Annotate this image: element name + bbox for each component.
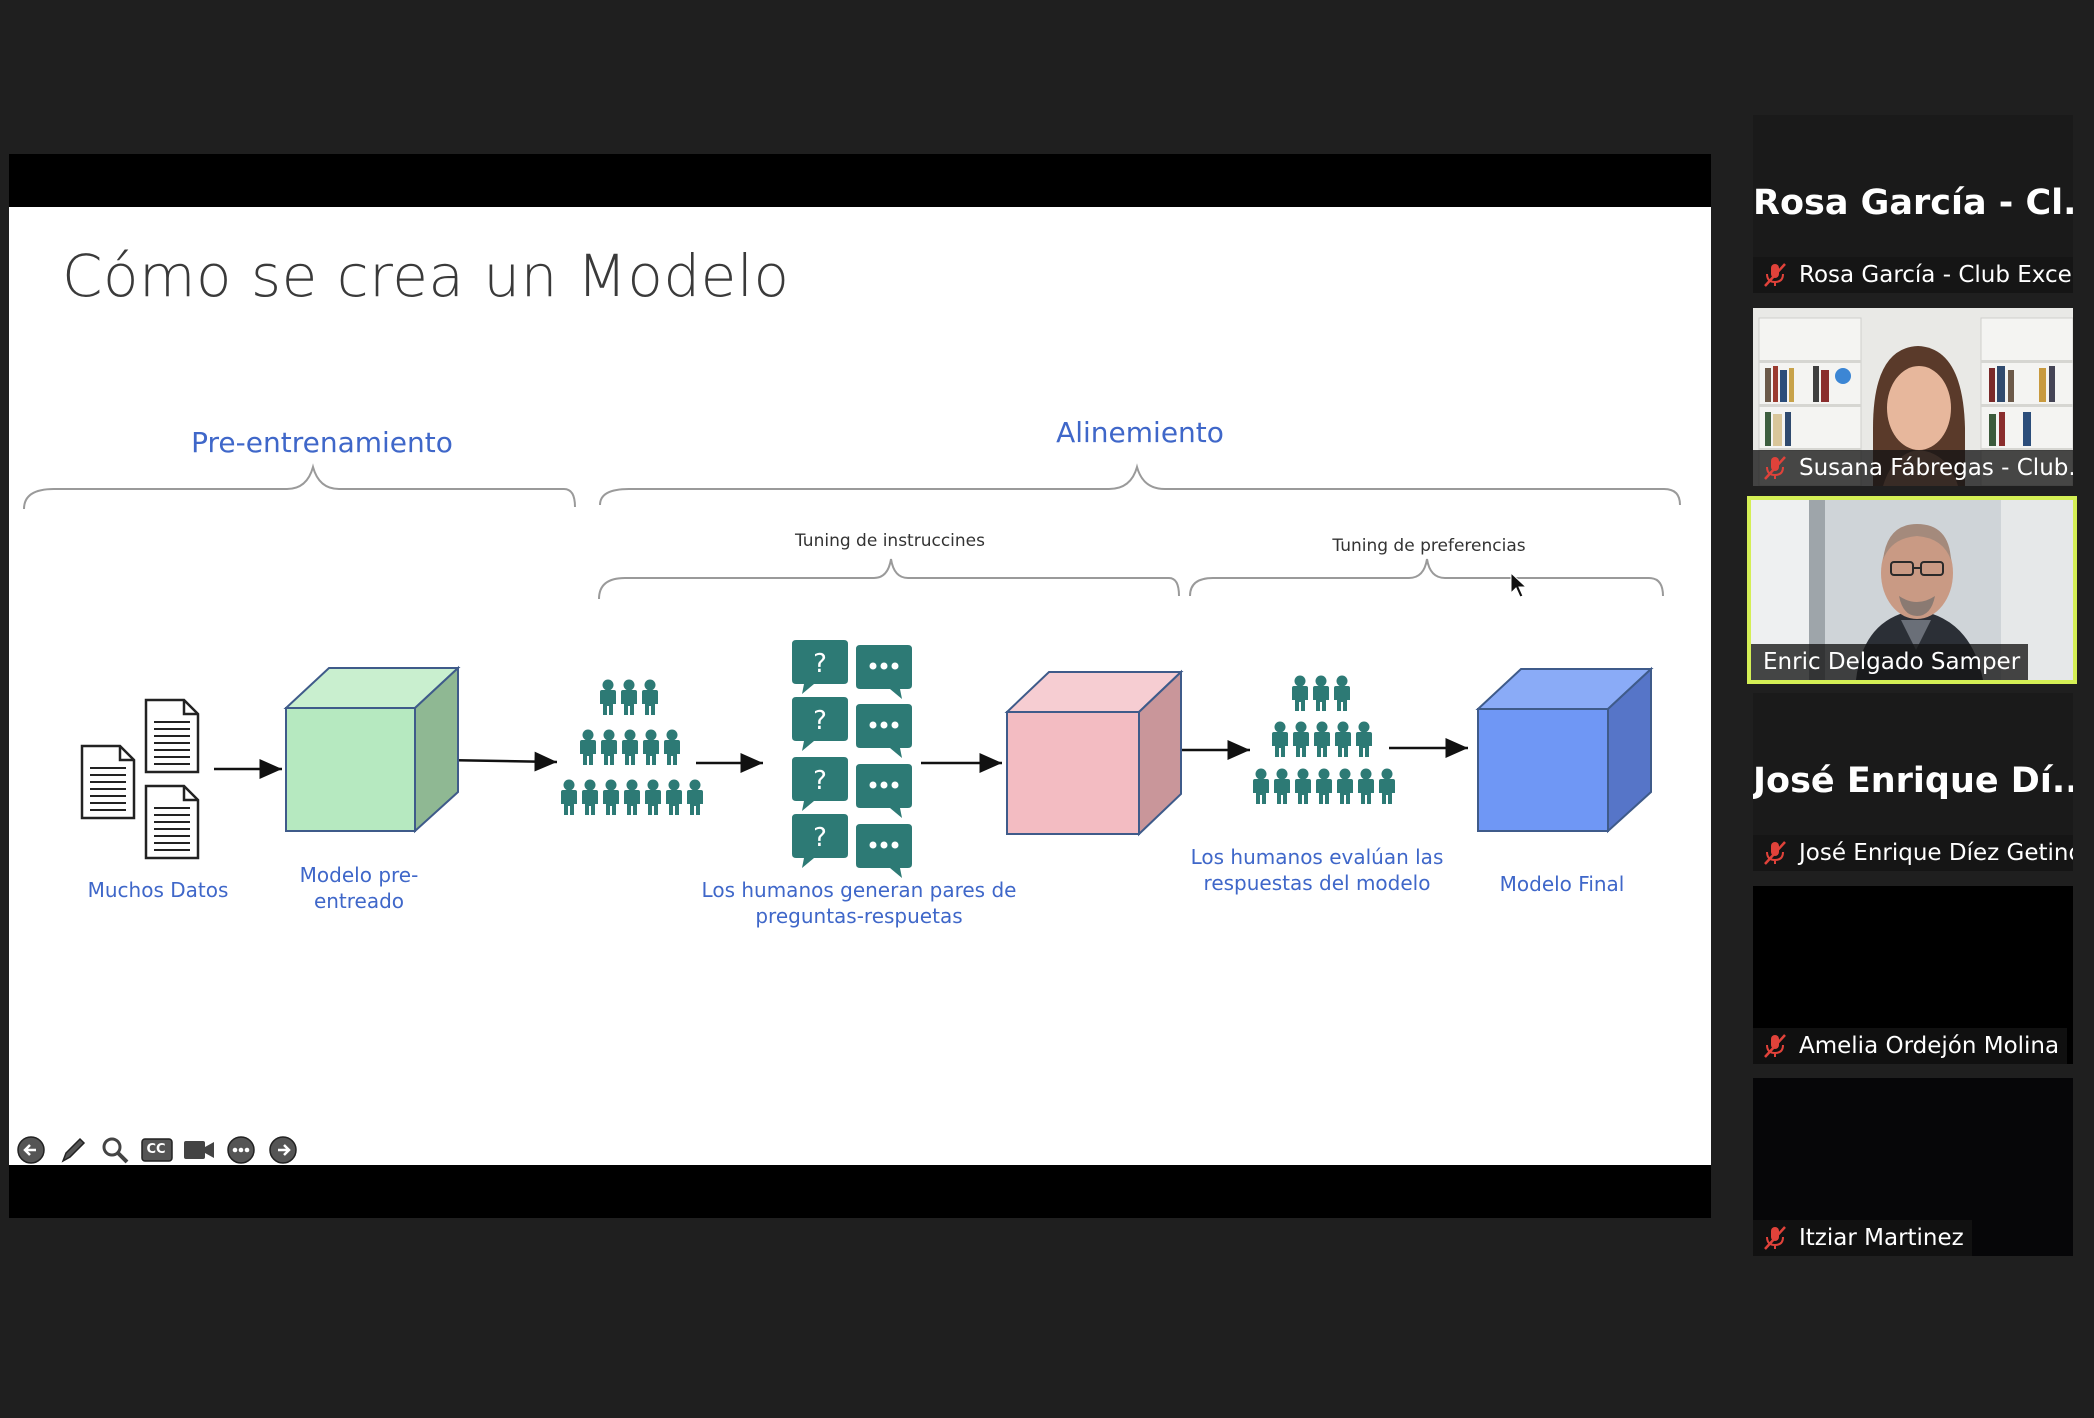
participant-name-bar: Itziar Martinez [1753,1220,1972,1256]
presenter-toolbar [14,1133,300,1167]
more-options-button[interactable] [224,1133,258,1167]
prev-arrow-icon [17,1136,45,1164]
participant-tile-itziar[interactable]: Itziar Martinez [1753,1078,2073,1256]
caption-modelo-pre-line1: Modelo pre- [300,863,419,887]
participant-name-bar: Amelia Ordejón Molina [1753,1028,2068,1064]
participant-name-bar: Susana Fábregas - Club... [1753,450,2073,486]
participant-display-name: Rosa García - Cl... [1753,183,2073,223]
evaluators-group-icon [1253,675,1395,804]
next-slide-button[interactable] [266,1133,300,1167]
brace-pretraining [23,463,576,510]
muted-mic-icon [1764,841,1786,865]
participant-name-bar: José Enrique Díez Getino [1753,835,2073,871]
pen-icon [61,1137,86,1163]
prev-slide-button[interactable] [14,1133,48,1167]
muted-mic-icon [1764,263,1786,287]
participant-tile-enric-active-speaker[interactable]: Enric Delgado Samper [1747,496,2077,684]
caption-humanos-generan-line2: preguntas-respuetas [755,904,962,928]
final-model-cube [1475,666,1654,834]
people-group-icon [561,679,703,815]
svg-text:?: ? [813,766,827,796]
muted-mic-icon [1764,456,1786,480]
camera-button[interactable] [182,1133,216,1167]
brace-preference-tuning [1189,558,1664,597]
participant-display-name: José Enrique Dí... [1753,761,2073,801]
caption-humanos-evaluan-line1: Los humanos evalúan las [1191,845,1444,869]
slide-title: Cómo se crea un Modelo [62,242,790,310]
model-creation-diagram: Pre-entrenamiento Alinemiento Tuning de … [23,416,1681,928]
caption-modelo-pre-line2: entreado [314,889,404,913]
participant-tile-jose-enrique[interactable]: José Enrique Dí... José Enrique Díez Get… [1753,693,2073,871]
participant-name: José Enrique Díez Getino [1799,840,2073,866]
pen-tool-button[interactable] [56,1133,90,1167]
sub-label-instruction-tuning: Tuning de instruccines [794,531,985,551]
mouse-cursor-icon [1510,571,1528,598]
camera-icon [184,1141,214,1159]
brace-instruction-tuning [598,558,1180,600]
caption-humanos-generan-line1: Los humanos generan pares de [702,878,1017,902]
svg-text:?: ? [813,706,827,736]
caption-muchos-datos: Muchos Datos [88,878,229,902]
participant-name: Susana Fábregas - Club... [1799,455,2073,481]
aligned-intermediate-cube [1004,669,1184,837]
captions-button[interactable] [140,1133,174,1167]
caption-modelo-final: Modelo Final [1500,872,1625,896]
muted-mic-icon [1764,1226,1786,1250]
caption-humanos-evaluan-line2: respuestas del modelo [1204,871,1431,895]
pretrained-model-cube [283,665,461,834]
participant-name: Itziar Martinez [1799,1225,1964,1251]
participant-name-bar: Rosa García - Club Excel... [1753,257,2073,293]
participant-name-bar: Enric Delgado Samper [1751,644,2029,680]
svg-text:?: ? [813,823,827,853]
participant-tile-susana[interactable]: Susana Fábregas - Club... [1753,308,2073,486]
muted-mic-icon [1764,1034,1786,1058]
participant-tile-rosa[interactable]: Rosa García - Cl... Rosa García - Club E… [1753,115,2073,293]
more-icon [227,1136,255,1164]
zoom-button[interactable] [98,1133,132,1167]
participant-name: Amelia Ordejón Molina [1799,1033,2060,1059]
participant-name: Rosa García - Club Excel... [1799,262,2073,288]
stage-label-alignment: Alinemiento [1056,416,1224,449]
stage-label-pretraining: Pre-entrenamiento [191,426,453,459]
sub-label-preference-tuning: Tuning de preferencias [1331,536,1525,556]
brace-alignment [599,463,1681,506]
arrow-2 [441,751,558,772]
next-arrow-icon [269,1136,297,1164]
presentation-slide: Cómo se crea un Modelo [9,207,1711,1165]
zoom-icon [102,1137,129,1164]
participant-tile-amelia[interactable]: Amelia Ordejón Molina [1753,886,2073,1064]
participant-name: Enric Delgado Samper [1763,649,2021,675]
svg-text:?: ? [813,649,827,679]
captions-icon [141,1138,173,1162]
documents-icon [80,698,200,860]
